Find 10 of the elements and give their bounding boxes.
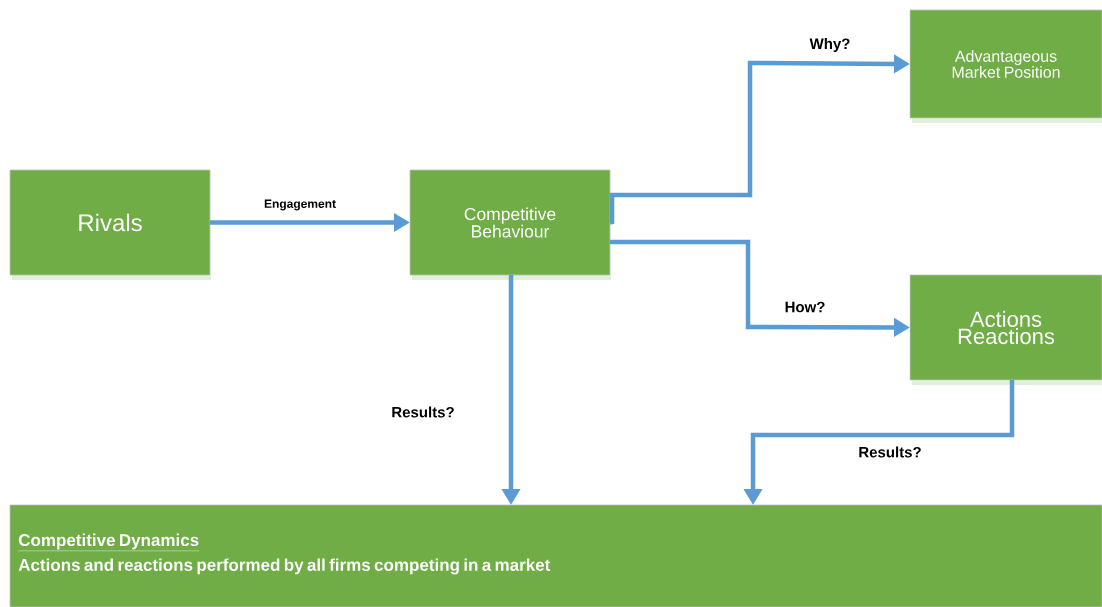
process-box: Actions Reactions [909,274,1102,385]
edge-label: Results? [392,406,454,418]
process-box: Competitive Behaviour [409,169,611,280]
process-box: Rivals [9,169,211,280]
text-banner: Competitive Dynamics Actions and reactions performed by all firms competing in a market [9,504,1102,607]
edge-label: Results? [859,446,921,458]
edge-label: Why? [809,38,850,52]
edge-label: How? [785,301,825,313]
process-box: Advantageous Market Position [909,9,1102,123]
edge-label: Engagement [264,199,336,211]
